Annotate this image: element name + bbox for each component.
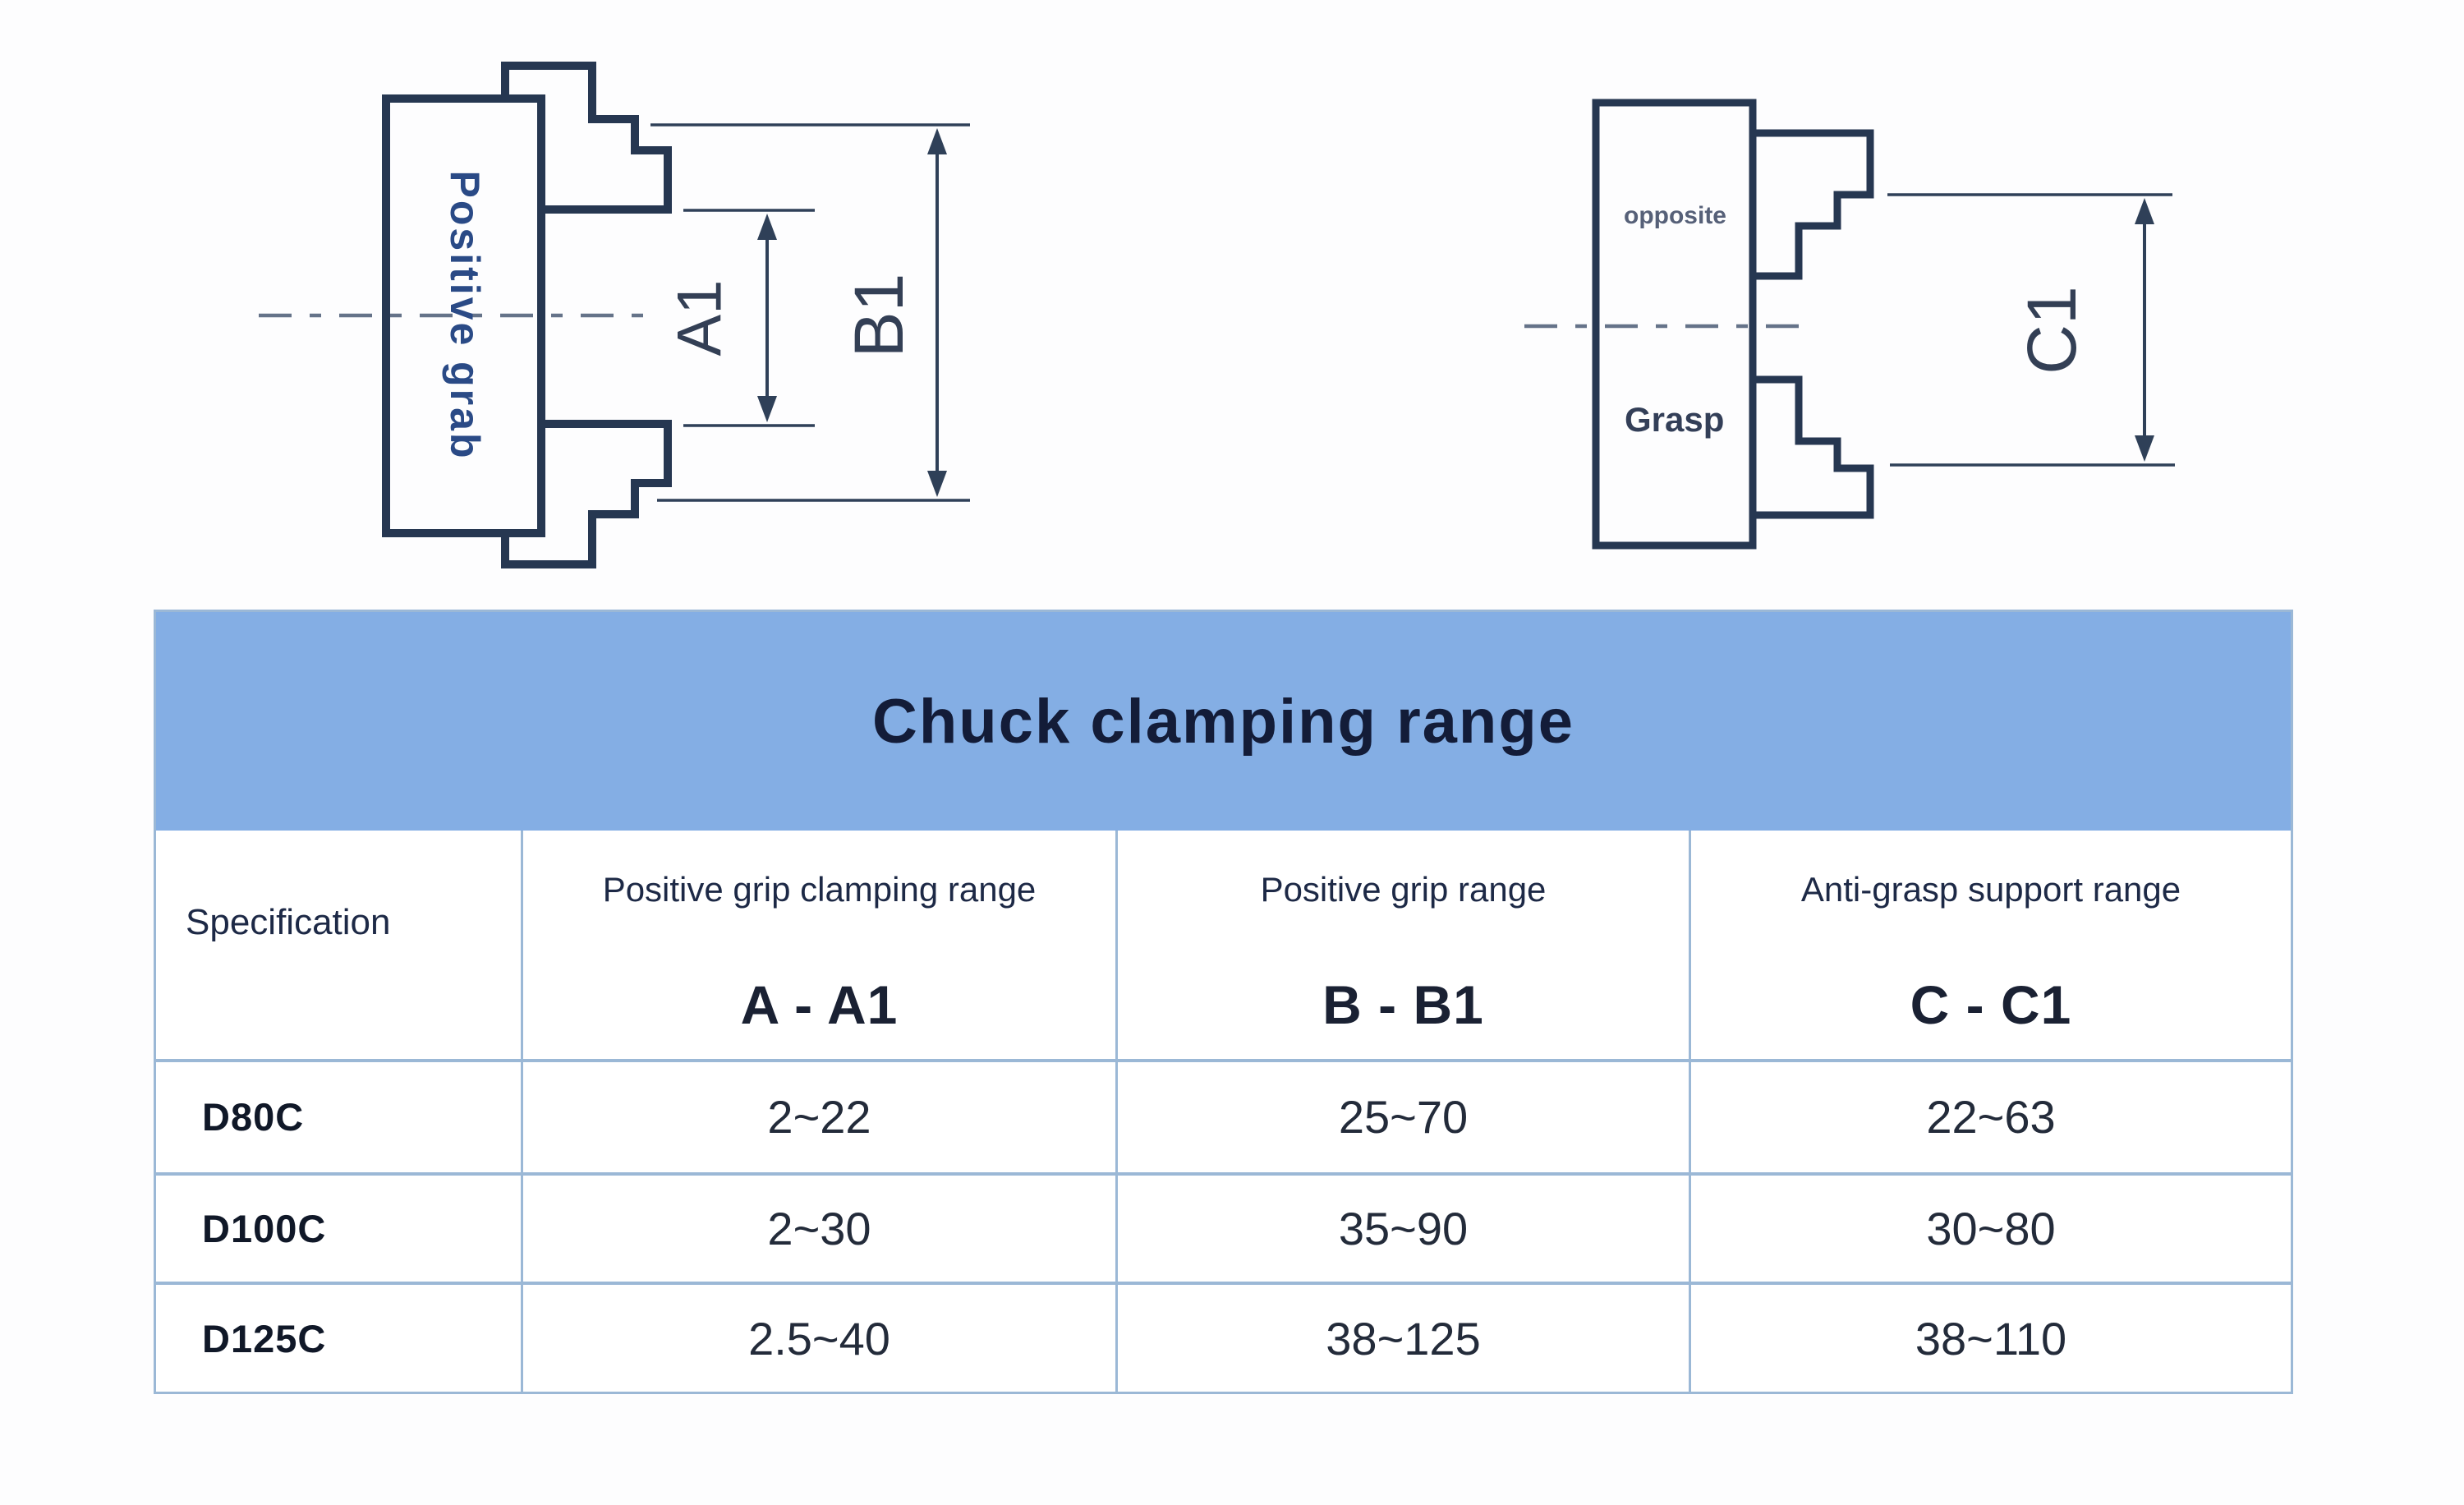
chuck-clamping-table: Chuck clamping range Specification Posit… — [154, 610, 2293, 1394]
opposite-label: opposite — [1624, 202, 1726, 229]
b1-arrow-up-icon — [927, 128, 947, 154]
header-b-label: Positive grip range — [1260, 870, 1547, 909]
header-c-code: C - C1 — [1910, 974, 2072, 1035]
a1-dimension-label: A1 — [665, 280, 735, 357]
value-cell-c: 38~110 — [1689, 1285, 2291, 1392]
a1-arrow-down-icon — [757, 396, 777, 422]
value-cell-c: 30~80 — [1689, 1175, 2291, 1282]
header-c-label: Anti-grasp support range — [1800, 870, 2181, 909]
header-positive-grip-range: Positive grip range B - B1 — [1115, 831, 1689, 1059]
table-row-d100c: D100C 2~30 35~90 30~80 — [156, 1171, 2291, 1282]
value-cell-b: 35~90 — [1115, 1175, 1689, 1282]
table-row-d80c: D80C 2~22 25~70 22~63 — [156, 1062, 2291, 1172]
bottom-jaw-right — [1753, 375, 1874, 519]
value-cell-a: 2~22 — [521, 1062, 1115, 1172]
c1-dimension-label: C1 — [2013, 286, 2090, 374]
top-jaw-left — [501, 62, 672, 214]
spec-cell: D100C — [202, 1206, 327, 1250]
grasp-label: Grasp — [1625, 400, 1724, 439]
chuck-body-right — [1592, 99, 1757, 550]
header-a-label: Positive grip clamping range — [602, 870, 1037, 909]
header-positive-grip-clamping: Positive grip clamping range A - A1 — [521, 831, 1115, 1059]
header-specification: Specification — [156, 831, 521, 1059]
table-body: D80C 2~22 25~70 22~63 D100C 2~30 35~90 3… — [156, 1062, 2291, 1392]
table-title-band: Chuck clamping range — [156, 612, 2291, 831]
table-header-row: Specification Positive grip clamping ran… — [156, 831, 2291, 1062]
value-cell-a: 2.5~40 — [521, 1285, 1115, 1392]
spec-cell: D80C — [202, 1095, 305, 1139]
opposite-grasp-chuck-diagram: opposite Grasp C1 — [1524, 99, 2175, 550]
positive-grab-chuck-diagram: Positive grab A1 B1 — [259, 62, 970, 568]
header-specification-label: Specification — [186, 902, 391, 942]
header-anti-grasp-support: Anti-grasp support range C - C1 — [1689, 831, 2291, 1059]
bottom-jaw-left — [501, 420, 672, 568]
value-cell-b: 25~70 — [1115, 1062, 1689, 1172]
spec-cell: D125C — [202, 1316, 327, 1360]
value-cell-a: 2~30 — [521, 1175, 1115, 1282]
positive-grab-label: Positive grab — [442, 171, 488, 461]
value-cell-b: 38~125 — [1115, 1285, 1689, 1392]
table-title: Chuck clamping range — [871, 686, 1575, 757]
table-row-d125c: D125C 2.5~40 38~125 38~110 — [156, 1282, 2291, 1392]
c1-arrow-down-icon — [2135, 435, 2154, 462]
c1-arrow-up-icon — [2135, 198, 2154, 224]
a1-arrow-up-icon — [757, 214, 777, 240]
value-cell-c: 22~63 — [1689, 1062, 2291, 1172]
b1-arrow-down-icon — [927, 471, 947, 497]
top-jaw-right — [1753, 129, 1874, 280]
b1-dimension-label: B1 — [840, 274, 917, 358]
header-a-code: A - A1 — [740, 974, 899, 1035]
header-b-code: B - B1 — [1322, 974, 1484, 1035]
